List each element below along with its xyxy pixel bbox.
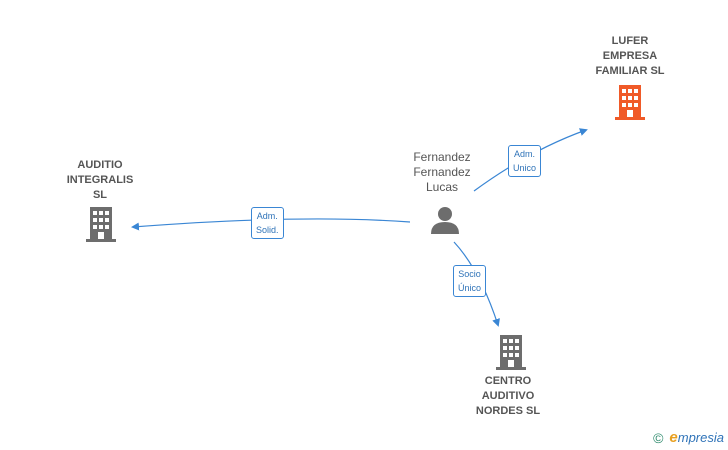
building-icon[interactable] bbox=[496, 334, 526, 370]
edge-person-to-auditio bbox=[131, 218, 411, 231]
copyright-symbol: © bbox=[653, 429, 664, 446]
brand-name: mpresia bbox=[677, 430, 724, 445]
lufer-label: LUFER EMPRESA FAMILIAR SL bbox=[595, 35, 665, 77]
building-icon[interactable] bbox=[615, 84, 645, 120]
brand-initial: e bbox=[669, 429, 678, 446]
edge-label-adm-solid: Adm. Solid. bbox=[251, 207, 284, 239]
brand-watermark: © e mpresia bbox=[653, 429, 724, 446]
person-icon[interactable] bbox=[430, 205, 460, 235]
edge-label-adm-unico: Adm. Unico bbox=[508, 145, 542, 177]
building-icon[interactable] bbox=[86, 206, 116, 242]
auditio-label: AUDITIO INTEGRALIS SL bbox=[66, 159, 134, 201]
edge-label-socio-unico: Socio Único bbox=[453, 265, 487, 297]
centro-label: CENTRO AUDITIVO NORDES SL bbox=[475, 375, 541, 417]
person-label: Fernandez Fernandez Lucas bbox=[413, 150, 471, 194]
